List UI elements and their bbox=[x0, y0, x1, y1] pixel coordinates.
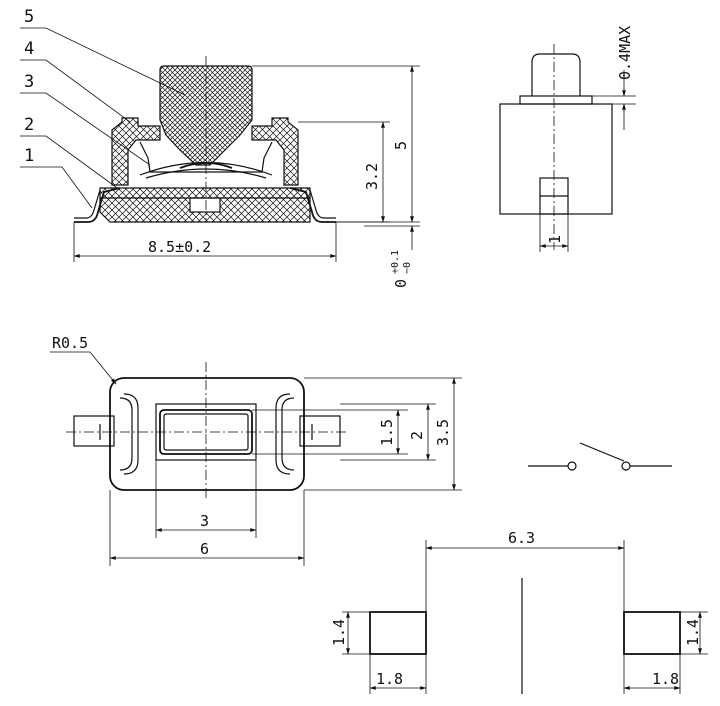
gap-dim: 0.4MAX bbox=[616, 26, 634, 80]
opening-height-dim: 2 bbox=[408, 431, 426, 440]
cover-frame-right bbox=[251, 117, 299, 186]
pcb-footprint: 6.3 1.4 1.8 1.4 1.8 bbox=[330, 529, 708, 694]
end-view-button bbox=[531, 53, 581, 96]
top-view: R0.5 1.5 2 3.5 bbox=[50, 334, 462, 566]
part-label-5: 5 bbox=[20, 7, 186, 96]
slot-left bbox=[119, 397, 133, 471]
part-label-1: 1 bbox=[20, 146, 93, 209]
pad-height-right-dim: 1.4 bbox=[684, 619, 702, 646]
base-recess bbox=[189, 197, 221, 213]
body-height-dim: 3.2 bbox=[363, 163, 381, 190]
slot-right bbox=[281, 397, 295, 471]
part-number-4: 4 bbox=[24, 39, 34, 59]
actuator-height-dim: 1.5 bbox=[378, 419, 396, 446]
end-view-cap bbox=[519, 95, 593, 105]
terminal-right bbox=[289, 187, 336, 223]
pad-width-left-dim: 1.8 bbox=[376, 670, 403, 688]
terminal-left bbox=[74, 187, 121, 223]
top-terminal-right bbox=[299, 415, 341, 447]
part-number-1: 1 bbox=[24, 146, 34, 166]
side-section-view: 5 4 3 2 1 bbox=[20, 7, 420, 288]
width-dim: 8.5±0.2 bbox=[148, 238, 211, 256]
base-tolerance-minus: −0 bbox=[402, 262, 413, 274]
part-number-3: 3 bbox=[24, 72, 34, 92]
part-number-2: 2 bbox=[24, 115, 34, 135]
pad-right bbox=[623, 611, 681, 655]
corner-radius-label: R0.5 bbox=[52, 334, 88, 352]
pad-height-left-dim: 1.4 bbox=[330, 619, 348, 646]
actuator-width-dim: 3 bbox=[200, 512, 209, 530]
terminal-width-dim: 1 bbox=[546, 235, 564, 244]
pad-width-right-dim: 1.8 bbox=[652, 670, 679, 688]
cover-frame-left bbox=[111, 117, 161, 186]
body-width-dim: 6 bbox=[200, 540, 209, 558]
switch-schematic-symbol bbox=[528, 442, 672, 471]
base-tolerance-plus: +0.1 bbox=[390, 250, 401, 274]
height-dim: 5 bbox=[392, 141, 410, 150]
top-view-body bbox=[109, 377, 305, 491]
top-terminal-left bbox=[73, 415, 115, 447]
dome-center bbox=[179, 162, 233, 169]
pad-left bbox=[369, 611, 427, 655]
terminal-right-inner bbox=[309, 189, 336, 219]
part-label-4: 4 bbox=[20, 39, 131, 123]
end-view-body bbox=[499, 103, 613, 215]
base-tolerance: 0 bbox=[392, 279, 410, 288]
end-view: 0.4MAX 1 bbox=[499, 26, 636, 252]
terminal-left-inner bbox=[74, 189, 101, 219]
body-height-top-dim: 3.5 bbox=[434, 419, 452, 446]
part-label-2: 2 bbox=[20, 115, 121, 191]
pad-span-dim: 6.3 bbox=[508, 529, 535, 547]
part-number-5: 5 bbox=[24, 7, 34, 27]
